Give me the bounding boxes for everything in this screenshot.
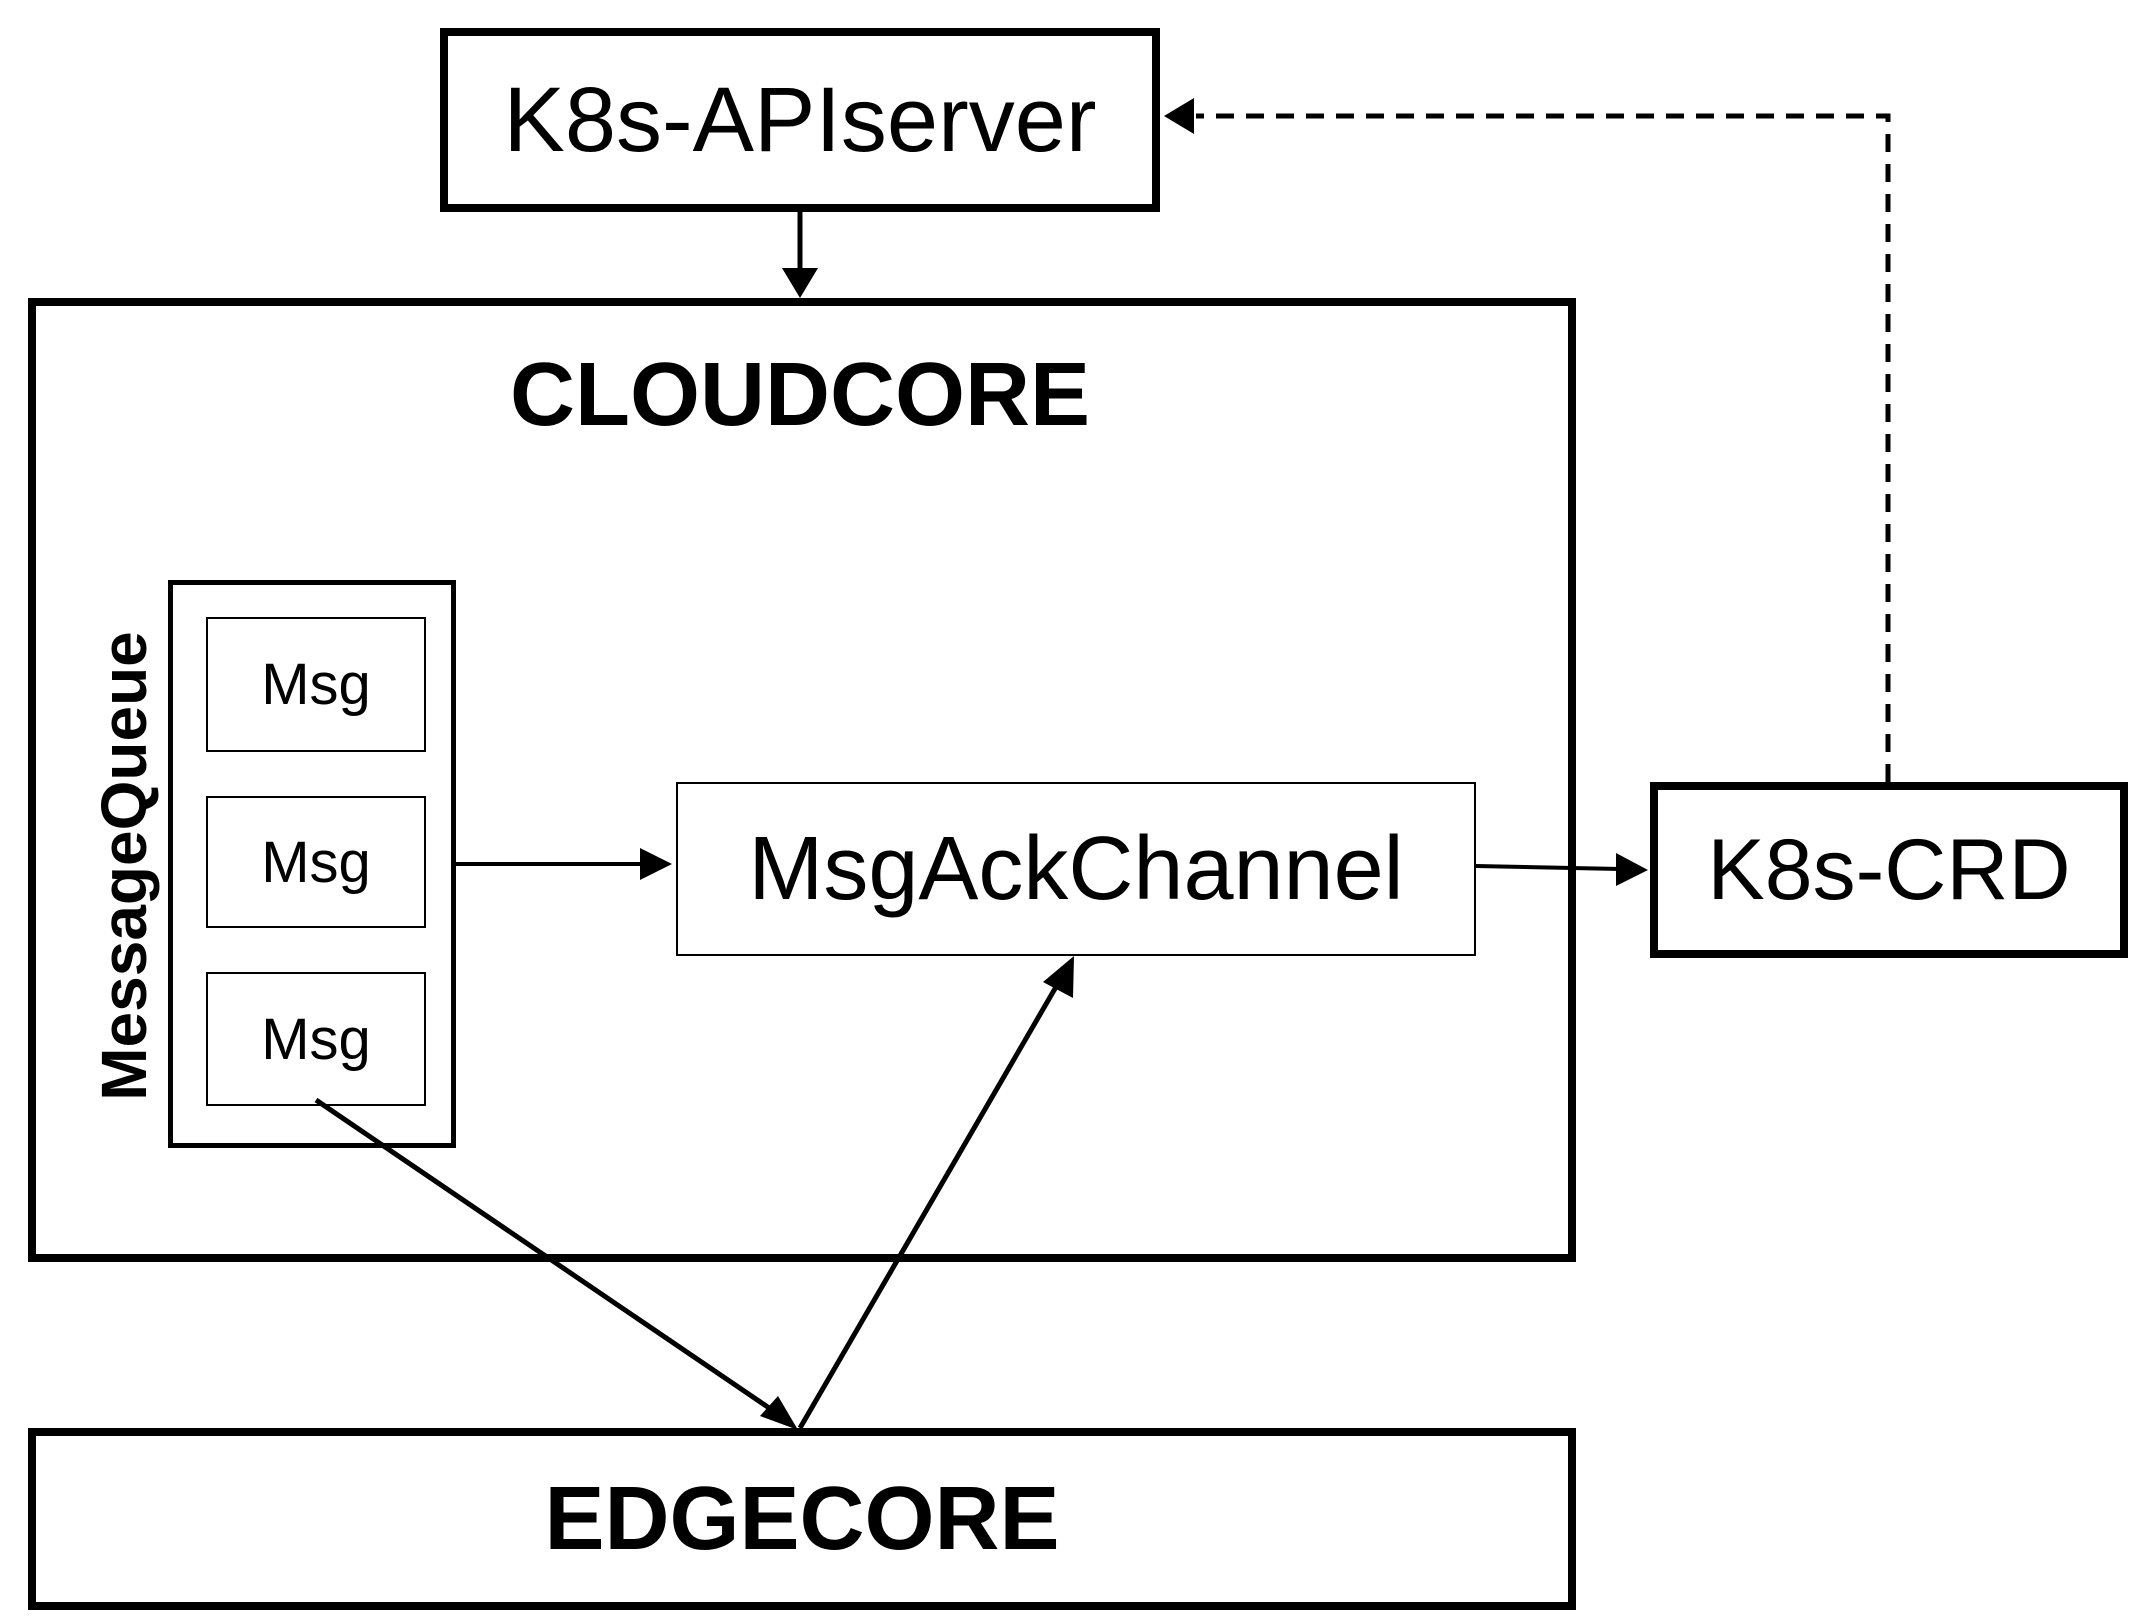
edgecore-label: EDGECORE [544, 1468, 1060, 1569]
msg-box-3: Msg [206, 972, 426, 1106]
message-queue-label: MessageQueue [88, 631, 160, 1101]
msg-box-1: Msg [206, 617, 426, 752]
msg-label-2: Msg [261, 829, 371, 895]
msg-box-2: Msg [206, 796, 426, 928]
cloudcore-title: CLOUDCORE [510, 344, 1090, 445]
apiserver-label: K8s-APIserver [503, 68, 1097, 171]
msg-label-1: Msg [261, 652, 371, 717]
apiserver-box: K8s-APIserver [440, 28, 1160, 212]
edgecore-box: EDGECORE [28, 1428, 1576, 1610]
msg-label-3: Msg [261, 1006, 371, 1072]
msg-ack-channel-box: MsgAckChannel [676, 782, 1476, 956]
crd-label: K8s-CRD [1707, 821, 2071, 918]
crd-box: K8s-CRD [1650, 782, 2128, 958]
arrow-apiserver-to-cloudcore [782, 212, 818, 298]
msg-ack-channel-label: MsgAckChannel [748, 818, 1404, 919]
